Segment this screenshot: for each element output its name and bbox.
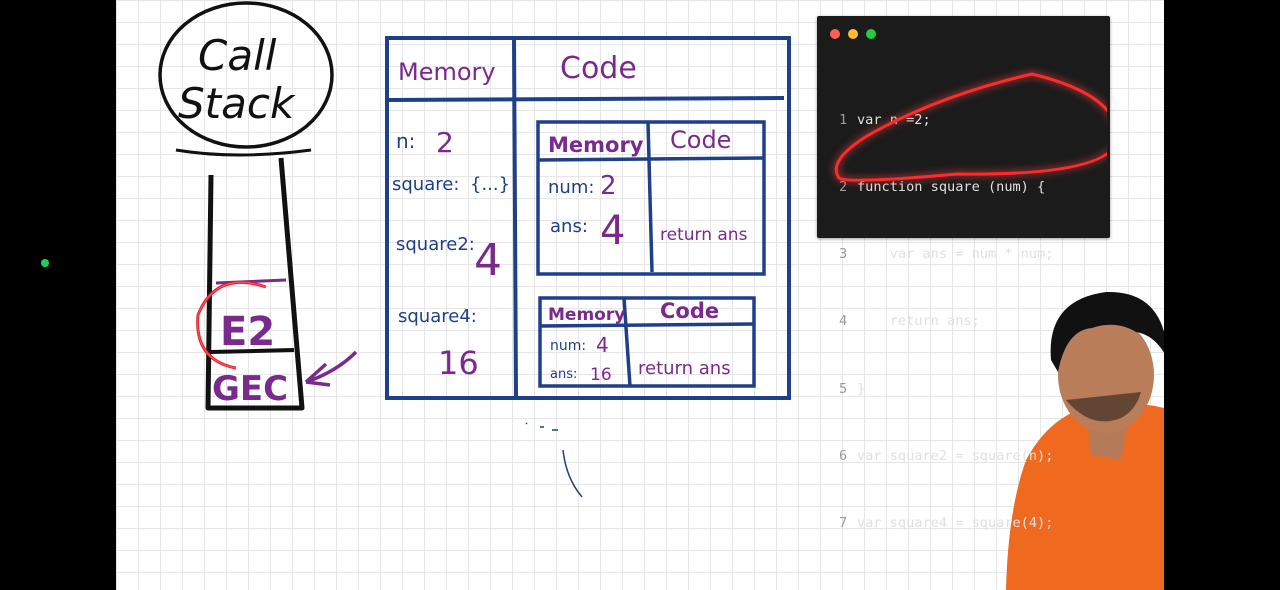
ec4-code-header: Code (660, 299, 719, 323)
presenter-hair (1050, 291, 1164, 372)
ec4-memory-header: Memory (548, 305, 625, 325)
line-number: 1 (839, 111, 848, 128)
code-line: 5} (839, 378, 1053, 400)
stack-frame-e2: E2 (196, 280, 275, 370)
gec-memory-key-n: n: (396, 129, 415, 153)
gec-memory-key-square: square: (392, 174, 459, 195)
ec4-memory-value-num: 4 (596, 333, 609, 357)
call-stack-title: Call Stack (158, 1, 334, 157)
stack-frame-gec: GEC (212, 369, 288, 409)
line-number: 5 (839, 380, 848, 397)
gec-memory-value-square4: 16 (438, 344, 479, 382)
call-stack-title-line1: Call (198, 31, 277, 80)
call-stack-container (205, 157, 305, 411)
close-dot (830, 29, 840, 39)
code-line: 4 return ans; (839, 310, 1053, 332)
gec-code-header: Code (560, 51, 637, 86)
line-number: 4 (839, 313, 848, 330)
call-stack-title-line2: Stack (178, 79, 296, 128)
stray-pen-marks (525, 422, 583, 498)
gec-memory-header: Memory (398, 58, 496, 86)
code-text: var square4 = square(4); (857, 515, 1054, 532)
gec-arrow (304, 350, 358, 387)
ec2-memory-value-num: 2 (600, 171, 617, 201)
code-line: 3 var ans = num * num; (839, 243, 1053, 265)
code-text: var ans = num * num; (857, 246, 1054, 263)
code-text: var n =2; (857, 111, 931, 128)
code-line: 6 var square2 = square(n); (839, 445, 1053, 467)
whiteboard-drawing: Call Stack E2 GEC Memory Code n (158, 1, 791, 498)
presenter-video (1006, 291, 1164, 590)
line-number: 6 (839, 447, 848, 464)
global-execution-context: Memory Code n: 2 square: {...} square2: … (385, 36, 791, 400)
gec-memory-value-n: 2 (436, 126, 454, 159)
ec4-memory-key-num: num: (550, 338, 586, 354)
window-controls (830, 29, 876, 39)
gec-memory-value-square: {...} (470, 174, 510, 195)
code-line: 1 var n =2; (839, 109, 1053, 131)
ec2-memory-key-ans: ans: (550, 216, 588, 237)
ec2-memory-key-num: num: (548, 177, 594, 198)
code-line: 7 var square4 = square(4); (839, 512, 1053, 534)
gec-memory-key-square2: square2: (396, 234, 475, 255)
maximize-dot (866, 29, 876, 39)
ec2-memory-value-ans: 4 (600, 208, 625, 254)
gec-memory-value-square2: 4 (474, 235, 502, 286)
code-editor-window: 1 var n =2; 2 function square (num) { 3 va… (817, 16, 1110, 531)
gec-memory-key-square4: square4: (398, 306, 477, 327)
execution-context-square2: Memory Code num: 2 ans: 4 return ans (536, 120, 766, 276)
ec2-memory-header: Memory (548, 133, 644, 157)
function-highlight-loop (834, 72, 1107, 182)
stack-frame-e2-label: E2 (220, 309, 275, 355)
ec2-code-header: Code (670, 126, 731, 154)
code-text: var square2 = square(n); (857, 447, 1054, 464)
code-text: } (857, 380, 866, 397)
presenter-shirt (1006, 403, 1164, 590)
code-text: function square (num) { (857, 179, 1046, 196)
ec4-memory-value-ans: 16 (590, 365, 612, 385)
ec2-code-text: return ans (660, 225, 748, 245)
execution-context-square4: Memory Code num: 4 ans: 16 return ans (538, 296, 756, 388)
code-lines: 1 var n =2; 2 function square (num) { 3 va… (839, 64, 1053, 579)
code-line: 2 function square (num) { (839, 176, 1053, 198)
minimize-dot (848, 29, 858, 39)
ec4-memory-key-ans: ans: (550, 367, 577, 382)
line-number: 2 (839, 179, 848, 196)
recording-indicator (41, 259, 49, 267)
line-number: 3 (839, 246, 848, 263)
stack-frame-gec-label: GEC (212, 369, 288, 409)
ec4-code-text: return ans (638, 358, 731, 379)
line-number: 7 (839, 515, 848, 532)
code-text: return ans; (857, 313, 980, 330)
